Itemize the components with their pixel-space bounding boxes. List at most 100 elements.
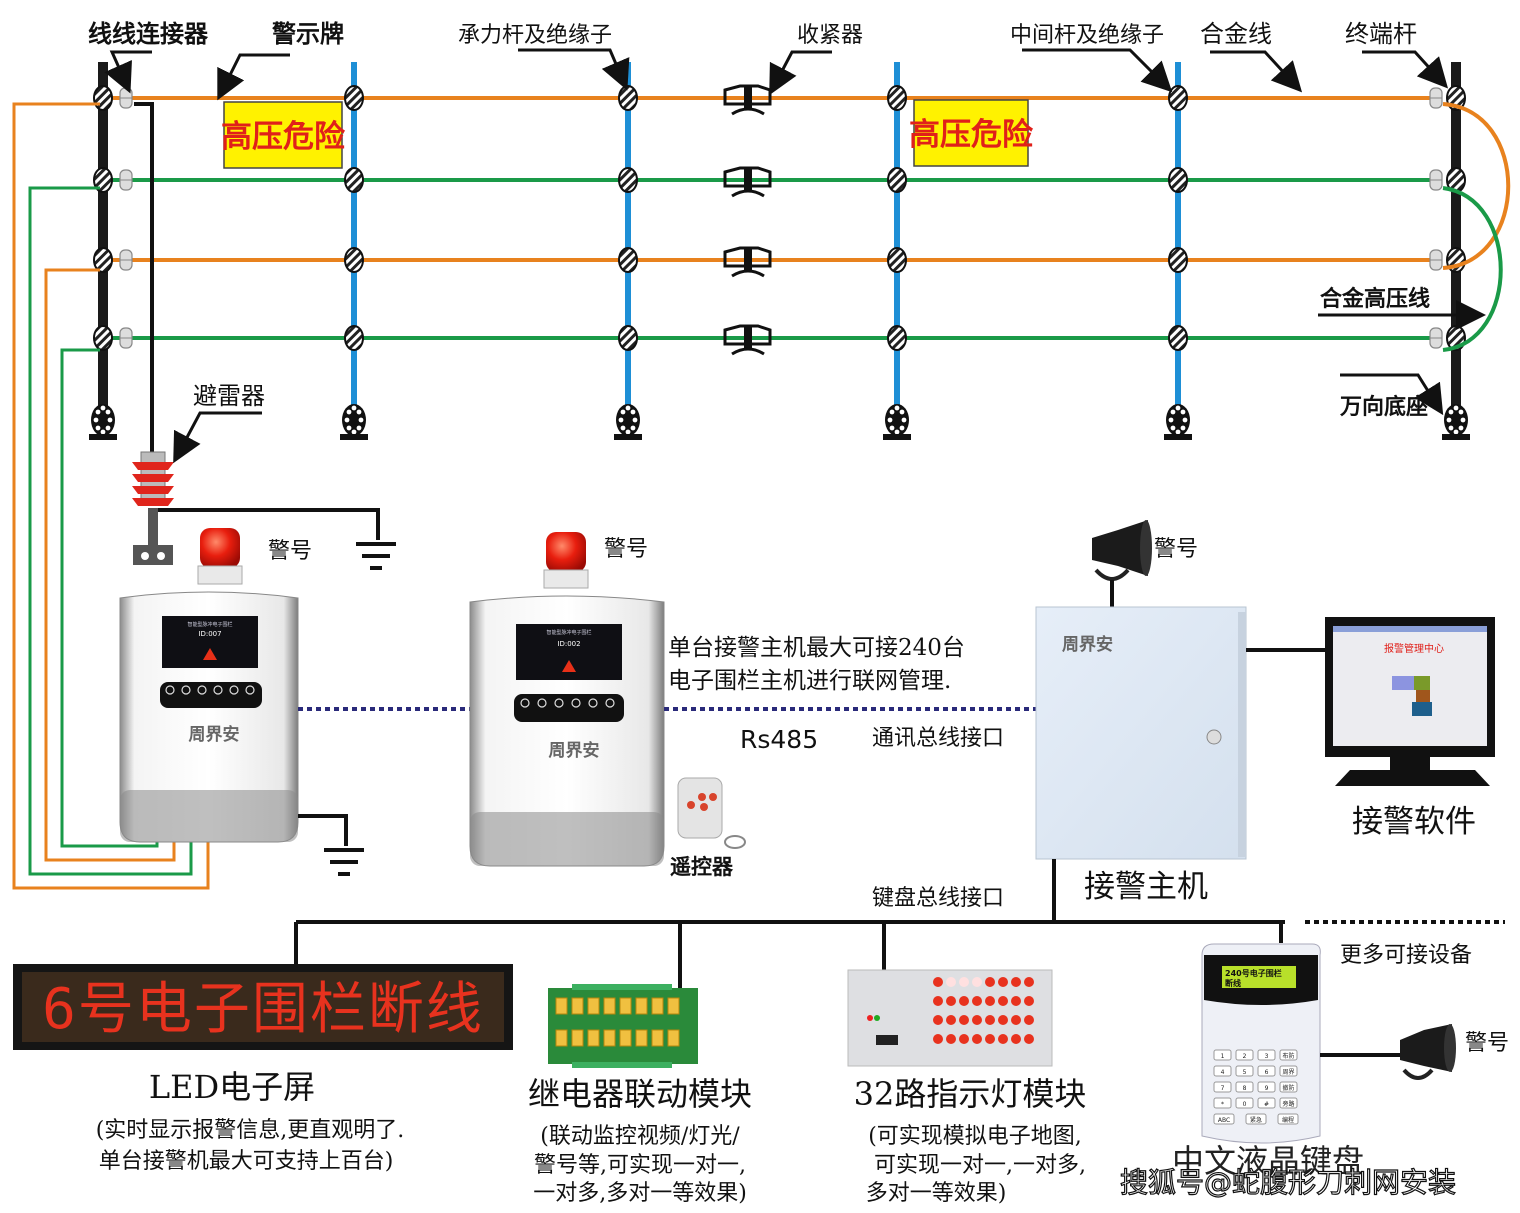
keyboard-key-label: 6 — [1265, 1069, 1269, 1076]
keyboard-key — [1257, 1097, 1276, 1109]
network-note-line2: 电子围栏主机进行联网管理. — [668, 668, 951, 694]
software-screen-title: 报警管理中心 — [1384, 642, 1444, 655]
relay-icon — [667, 1029, 680, 1047]
alarm-host: 周界安 — [1035, 606, 1247, 860]
relay-icon — [555, 1029, 568, 1047]
relay-icon — [603, 997, 616, 1015]
controller-id: ID:002 — [557, 640, 580, 648]
keyboard-key — [1257, 1065, 1276, 1077]
universal-base-icon — [883, 404, 911, 440]
alarm-software-monitor: 报警管理中心 — [1325, 617, 1495, 786]
relay-icon — [571, 997, 584, 1015]
keyboard-key-label: 1 — [1221, 1053, 1225, 1060]
indicator-led — [1011, 1015, 1021, 1025]
alarm-siren — [1400, 1024, 1456, 1080]
universal-base-icon — [1164, 404, 1192, 440]
insulator-icon — [344, 325, 364, 351]
relay-icon — [651, 1029, 664, 1047]
fence-controller-2: 警号 智能型脉冲电子围栏 ID:002 周界安 — [469, 532, 665, 867]
insulator-icon — [344, 247, 364, 273]
keyboard-lcd-line2: 断线 — [1225, 978, 1241, 988]
relay-icon — [555, 997, 568, 1015]
indicator-led — [972, 1015, 982, 1025]
module-desc: 单台接警机最大可支持上百台) — [99, 1149, 394, 1174]
keyboard-key — [1245, 1113, 1267, 1125]
keypad-button — [571, 698, 581, 708]
leader-alloy-wire — [1210, 50, 1303, 93]
keypad-button — [181, 685, 191, 695]
alarm-label: 警号 — [1465, 1031, 1509, 1056]
keypad-button — [245, 685, 255, 695]
controller-keypad — [160, 682, 262, 708]
label-rs485: Rs485 — [740, 725, 818, 754]
controller-screen-title: 智能型脉冲电子围栏 — [546, 629, 591, 636]
indicator-led — [1011, 996, 1021, 1006]
lock-icon — [1206, 729, 1222, 745]
relay-module-board — [548, 984, 698, 1068]
alarm-label: 警号 — [604, 537, 648, 562]
controller-feed-wires — [12, 102, 210, 890]
keyboard-key — [1257, 1049, 1276, 1061]
insulator-icon — [887, 167, 907, 193]
indicator-led — [1024, 1034, 1034, 1044]
indicator-led — [933, 1015, 943, 1025]
controller-id: ID:007 — [198, 630, 221, 638]
leader-middle-pole-insulator — [1022, 48, 1173, 93]
keypad-button — [197, 685, 207, 695]
relay-icon — [587, 1029, 600, 1047]
keyboard-key — [1277, 1113, 1299, 1125]
fence-poles — [89, 62, 1470, 440]
indicator-led — [985, 996, 995, 1006]
indicator-led — [1024, 1015, 1034, 1025]
keyboard-key — [1279, 1081, 1298, 1093]
universal-base-icon — [614, 404, 642, 440]
indicator-led — [1011, 977, 1021, 987]
indicator-led — [972, 977, 982, 987]
warning-sign-text: 高压危险 — [909, 117, 1034, 153]
keyboard-key — [1235, 1049, 1254, 1061]
brand-label: 周界安 — [549, 740, 600, 761]
indicator-led — [959, 1034, 969, 1044]
indicator-led — [1024, 977, 1034, 987]
alarm-siren — [1092, 520, 1152, 607]
relay-icon — [635, 997, 648, 1015]
keyboard-key-label: 旁路 — [1282, 1100, 1294, 1108]
module-desc: (可实现模拟电子地图, — [868, 1124, 1082, 1149]
keypad-button — [588, 698, 598, 708]
keyboard-key — [1213, 1081, 1232, 1093]
keyboard-key — [1279, 1097, 1298, 1109]
keyboard-key-label: 布防 — [1282, 1052, 1294, 1060]
keypad-button — [165, 685, 175, 695]
label-alloy-hv-wire: 合金高压线 — [1320, 286, 1430, 312]
warning-sign-text: 高压危险 — [221, 119, 346, 155]
label-lightning-arrester: 避雷器 — [193, 382, 265, 410]
label-wire-connector: 线线连接器 — [88, 19, 209, 48]
strobe-alarm-lamp — [197, 528, 243, 585]
keypad-button — [213, 685, 223, 695]
indicator-led — [998, 996, 1008, 1006]
leader-terminal-pole — [1362, 50, 1449, 89]
insulator-icon — [1168, 325, 1188, 351]
keyboard-key-label: 4 — [1221, 1069, 1225, 1076]
indicator-led — [985, 977, 995, 987]
indicator-led — [946, 1034, 956, 1044]
keyboard-key-label: 5 — [1243, 1069, 1247, 1076]
insulator-icon — [93, 247, 113, 273]
module-desc: (联动监控视频/灯光/ — [540, 1124, 740, 1149]
ground-icon — [324, 848, 364, 876]
leader-tensioner — [769, 50, 832, 96]
module-desc: 警号等,可实现一对一, — [534, 1153, 746, 1178]
fence-controller-1: 警号 智能型脉冲电子围栏 ID:007 周界安 — [119, 528, 364, 876]
indicator-light-module — [847, 969, 1053, 1067]
keyboard-key-label: 9 — [1265, 1085, 1269, 1092]
fence-section: 高压危险 高压危险 线线连接器 警示牌 承力杆及绝缘子 收紧器 中间杆及绝缘子 … — [88, 19, 1511, 440]
label-keyboard-bus: 键盘总线接口 — [872, 886, 1004, 911]
indicator-led — [998, 1034, 1008, 1044]
keyboard-key — [1279, 1049, 1298, 1061]
keyboard-key — [1213, 1049, 1232, 1061]
keyboard-key — [1213, 1113, 1235, 1125]
keyboard-key-label: 紧急 — [1250, 1116, 1262, 1124]
keyboard-key-label: 8 — [1243, 1085, 1247, 1092]
label-remote: 遥控器 — [670, 855, 734, 879]
